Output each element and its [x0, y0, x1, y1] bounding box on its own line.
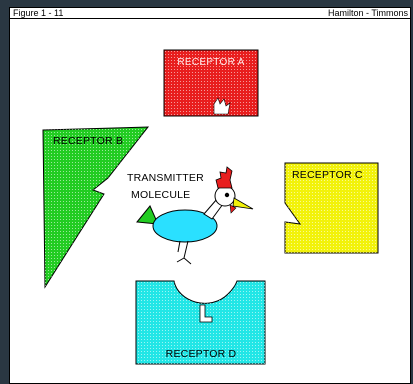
rooster-head — [214, 185, 236, 207]
receptor-a-texture — [164, 50, 258, 116]
transmitter-label-line2: MOLECULE — [131, 189, 190, 201]
rooster-leg-back — [177, 240, 181, 253]
receptor-c-texture — [285, 163, 378, 253]
rooster-eye — [224, 192, 230, 198]
transmitter-molecule: TRANSMITTER MOLECULE — [127, 166, 254, 265]
rooster-tail — [136, 205, 159, 225]
figure-authors: Hamilton - Timmons — [328, 8, 409, 18]
rooster-beak — [232, 197, 254, 210]
receptor-a-label: RECEPTOR A — [177, 57, 244, 68]
rooster-leg-front — [176, 240, 192, 265]
receptor-b-label: RECEPTOR B — [53, 135, 123, 147]
receptor-b: RECEPTOR B — [42, 126, 150, 289]
transmitter-label-line1: TRANSMITTER — [127, 172, 204, 184]
rooster-wattle — [229, 204, 237, 214]
rooster-comb — [215, 166, 233, 189]
receptor-d-foot-slot-icon — [199, 304, 213, 323]
receptor-d: RECEPTOR D — [135, 280, 266, 365]
receptor-a: RECEPTOR A — [163, 49, 259, 117]
receptor-a-claw-site-icon — [213, 97, 231, 115]
receptor-b-texture — [43, 127, 148, 287]
receptor-d-texture — [136, 281, 265, 364]
rooster-body — [152, 209, 218, 243]
receptor-d-label: RECEPTOR D — [166, 348, 237, 360]
receptor-c-label: RECEPTOR C — [292, 169, 363, 181]
receptor-c: RECEPTOR C — [284, 162, 379, 254]
figure-number: Figure 1 - 11 — [13, 8, 63, 18]
